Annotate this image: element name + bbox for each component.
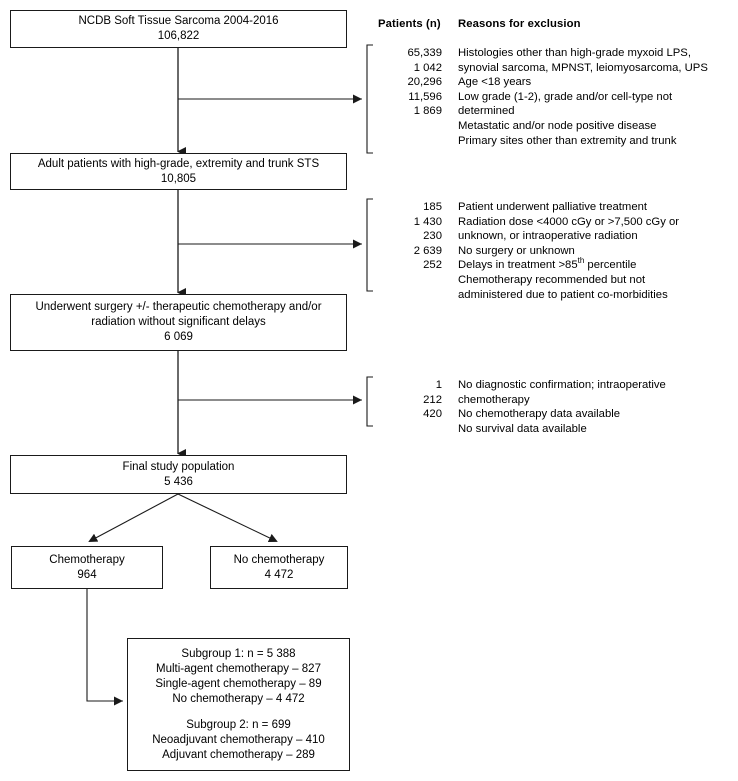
box-chemotherapy: Chemotherapy 964 [11,546,163,589]
box-subgroups-line5: Subgroup 2: n = 699 [186,718,291,731]
box-final-population-line2: 5 436 [164,475,193,488]
box-cohort-source: NCDB Soft Tissue Sarcoma 2004-2016 106,8… [10,10,347,48]
bracket-exclusion-2 [366,198,373,292]
connector-final-to-chemo [88,493,179,542]
box-treated-line3: 6 069 [164,331,193,343]
box-final-population-line1: Final study population [122,460,235,473]
box-adult-sts-line2: 10,805 [160,172,197,185]
connector-chemo-to-subgroups [86,589,123,706]
box-subgroups-line6: Neoadjuvant chemotherapy – 410 [152,733,325,746]
box-subgroups-line4: No chemotherapy – 4 472 [172,692,305,705]
bracket-exclusion-3 [366,376,373,427]
box-adult-sts: Adult patients with high-grade, extremit… [10,153,347,190]
box-treated: Underwent surgery +/- therapeutic chemot… [10,294,347,351]
box-chemotherapy-line1: Chemotherapy [49,553,125,566]
box-subgroups-line3: Single-agent chemotherapy – 89 [155,677,322,690]
column-header-patients: Patients (n) [378,18,441,30]
box-no-chemotherapy-line2: 4 472 [264,568,294,581]
box-chemotherapy-line2: 964 [77,568,97,581]
box-subgroups: Subgroup 1: n = 5 388 Multi-agent chemot… [127,638,350,771]
box-adult-sts-line1: Adult patients with high-grade, extremit… [37,157,320,170]
box-subgroups-line1: Subgroup 1: n = 5 388 [181,647,296,660]
column-header-reasons: Reasons for exclusion [458,18,581,30]
box-treated-line2: radiation without significant delays [91,316,266,328]
box-subgroups-line2: Multi-agent chemotherapy – 827 [156,662,321,675]
box-no-chemotherapy: No chemotherapy 4 472 [210,546,348,589]
exclusion-group-3-reasons: No diagnostic confirmation; intraoperati… [458,379,666,435]
box-cohort-source-line2: 106,822 [157,30,200,42]
box-subgroups-line7: Adjuvant chemotherapy – 289 [162,748,315,761]
exclusion-group-1-reasons: Histologies other than high-grade myxoid… [458,47,708,147]
bracket-exclusion-1 [366,44,373,154]
box-cohort-source-line1: NCDB Soft Tissue Sarcoma 2004-2016 [78,15,279,27]
box-final-population: Final study population 5 436 [10,455,347,494]
box-no-chemotherapy-line1: No chemotherapy [233,553,325,566]
box-treated-line1: Underwent surgery +/- therapeutic chemot… [35,301,322,313]
connector-final-to-nochemo [177,493,278,543]
